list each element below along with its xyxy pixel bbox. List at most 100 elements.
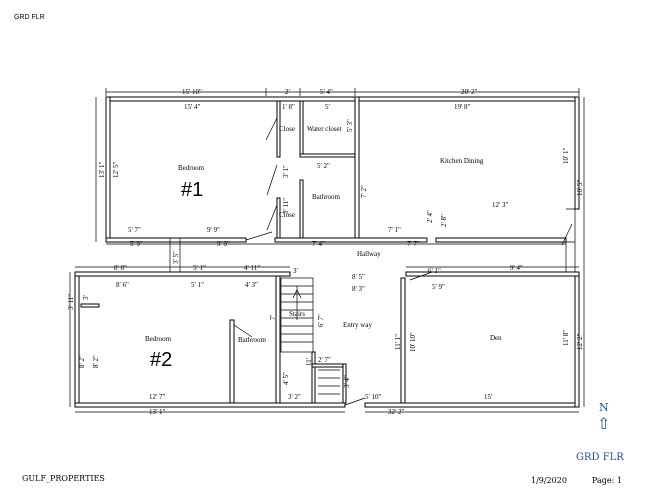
stairs-group: [280, 277, 340, 395]
compass-floor-label: GRD FLR: [576, 452, 624, 463]
dim-label: 2' 7": [318, 356, 331, 364]
dim-label: 6' 1": [428, 267, 441, 275]
room-label-bathroom-1: Bathroom: [312, 193, 341, 201]
room-label-kitchen-dining: Kitchen Dining: [440, 157, 484, 165]
dim-label: 15' 4": [184, 103, 201, 111]
dim-label: 7' 2": [360, 185, 368, 198]
room-label-bedroom-1: Bedroom: [178, 164, 205, 172]
closet-wall: [276, 100, 281, 158]
dim-label: 11' 1": [394, 334, 402, 350]
kitchen-west-wall: [354, 96, 360, 239]
dim-label: 4' 5": [282, 372, 290, 385]
footer-date: 1/9/2020: [531, 476, 567, 485]
dim-label: 19' 8": [454, 103, 471, 111]
dim-label: 16' 5": [576, 179, 584, 196]
dim-label: 8' 5": [352, 273, 365, 281]
dim-label: 5' 9": [432, 283, 445, 291]
lower-north-wall-a: [74, 271, 291, 277]
dim-label: 12' 5": [112, 161, 120, 178]
dim-label: 6' 7": [317, 314, 325, 327]
dim-label: 4' 11": [244, 264, 260, 272]
kitchen-notch: [566, 208, 576, 243]
lower-south-wall-b: [364, 402, 580, 408]
room-labels: Bedroom #1 Close Water closet Bathroom C…: [145, 125, 502, 371]
upper-west-wall: [105, 96, 111, 243]
upper-east-wall: [574, 96, 580, 210]
dim-label: 9' 9": [217, 240, 230, 248]
upper-walls: [105, 96, 580, 243]
north-arrow-icon: ⇧: [597, 414, 611, 433]
room-label-hallway: Hallway: [357, 250, 381, 258]
door-bath2: [233, 324, 253, 338]
page-header-title: GRD FLR: [14, 14, 45, 21]
dim-label: 3': [293, 267, 298, 275]
stair-closet-east: [342, 363, 347, 404]
dim-label: 8' 2": [92, 355, 100, 368]
dim-label: 3' 11": [282, 198, 290, 214]
dim-label: 3' 4": [343, 375, 351, 388]
room-label-water-closet: Water closet: [307, 125, 342, 133]
dim-label: 12' 3": [492, 201, 509, 209]
dim-label: 13' 1": [98, 161, 106, 178]
stair-closet-wall: [311, 351, 316, 404]
dim-label: 4' 3": [245, 281, 258, 289]
dimension-lines: [69, 88, 585, 413]
lower-south-wall-a: [74, 402, 346, 408]
bath-west-wall: [299, 179, 304, 239]
room-label-stairs: Stairs: [289, 310, 305, 318]
dim-label: 3' 11": [67, 294, 75, 310]
dim-label: 8' 2": [78, 355, 86, 368]
dim-label: 9' 4": [510, 264, 523, 272]
lower-west-wall: [74, 271, 80, 408]
dim-label: 5' 10": [365, 393, 382, 401]
stairs-outline: [280, 277, 314, 353]
room-number-bedroom-1: #1: [181, 179, 203, 201]
stair-closet-top: [311, 363, 347, 368]
room-label-closet-2: Close: [279, 211, 295, 219]
dim-label: 8' 8": [114, 264, 127, 272]
dim-label: 11': [305, 358, 313, 366]
door-kitchen: [561, 223, 573, 246]
dim-label: 32' 2": [388, 408, 405, 416]
bath-top-wall: [299, 153, 356, 158]
upper-south-wall-b: [274, 237, 428, 243]
dim-label: 5' 4": [320, 88, 333, 96]
dim-label: 7' 4": [312, 240, 325, 248]
bath2-east-wall: [275, 275, 281, 404]
door-entry: [344, 397, 366, 406]
dim-label: 5' 7": [128, 226, 141, 234]
dim-label: 20' 2": [461, 88, 478, 96]
dim-label: 5' 1": [191, 281, 204, 289]
room-label-closet-1: Close: [279, 125, 295, 133]
dim-label: 2' 4": [426, 210, 434, 223]
bath2-west-wall: [229, 319, 235, 404]
dim-label: 5' 9": [130, 240, 143, 248]
stairs-arrow-icon: [292, 289, 302, 299]
dim-label: 2' 8": [440, 214, 448, 227]
dim-label: 11' 8": [562, 330, 570, 346]
dim-label: 3' 1": [282, 165, 290, 178]
room-label-entry-way: Entry way: [343, 321, 372, 329]
dim-label: 7' 7": [407, 240, 420, 248]
dim-label: 2': [285, 88, 290, 96]
den-west-wall: [400, 277, 406, 404]
dim-label: 12' 2": [576, 333, 584, 350]
bed2-nook: [80, 303, 100, 308]
dimension-labels: 15' 10" 2' 5' 4" 20' 2" 15' 4" 1' 8" 5' …: [67, 88, 584, 416]
dim-label: 9' 9": [207, 226, 220, 234]
footer-page: Page: 1: [592, 476, 622, 485]
dim-label: 5' 1": [193, 264, 206, 272]
dim-label: 15': [484, 393, 492, 401]
room-label-den: Den: [490, 334, 502, 342]
dim-label: 1' 8": [282, 103, 295, 111]
closet2-wall: [276, 197, 281, 239]
dim-label: 12' 7": [149, 393, 166, 401]
dim-label: 3': [82, 295, 90, 300]
dim-label: 7' 1": [388, 226, 401, 234]
room-label-bedroom-2: Bedroom: [145, 335, 172, 343]
dim-label: 7': [269, 315, 277, 320]
door-den: [409, 271, 433, 281]
dim-label: 3' 5": [172, 251, 180, 264]
dim-label: 8' 6": [116, 281, 129, 289]
